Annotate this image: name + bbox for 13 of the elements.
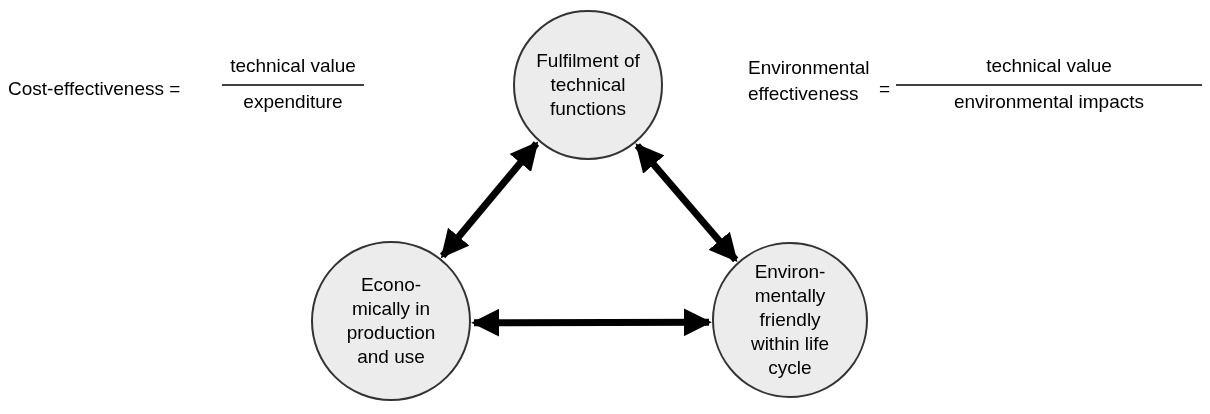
formula-text: expenditure: [242, 90, 344, 114]
double-arrow: [471, 308, 712, 337]
formula-text: =: [879, 77, 892, 101]
formula-text: Environmental effectiveness: [748, 56, 871, 106]
formula-text: environmental impacts: [952, 90, 1146, 114]
formula-text: technical value: [985, 54, 1113, 78]
node-text: Environ- mentally friendly within life cycle: [749, 260, 831, 380]
formula-text: technical value: [229, 54, 357, 78]
formula-text: Cost-effectiveness =: [8, 77, 182, 101]
double-arrow: [634, 143, 739, 263]
node-text: Fulfilment of technical functions: [535, 49, 641, 121]
node-text: Econo- mically in production and use: [345, 273, 437, 369]
double-arrow: [439, 141, 540, 259]
